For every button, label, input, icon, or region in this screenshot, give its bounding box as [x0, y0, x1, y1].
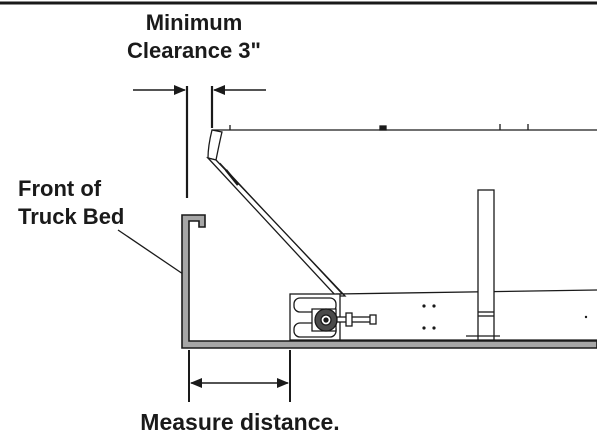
hopper-slope-panel: [206, 156, 347, 297]
truck-bed-label-line2: Truck Bed: [18, 204, 124, 229]
frame-holes: [422, 304, 588, 330]
measure-dimension: [188, 350, 291, 402]
measure-distance-label: Measure distance.: [140, 409, 339, 435]
hopper-slope-inner: [219, 162, 343, 295]
hole: [422, 326, 426, 330]
hole: [584, 315, 588, 319]
clearance-label-line2: Clearance 3": [127, 38, 261, 63]
top-mark: [379, 125, 387, 131]
hole: [432, 304, 436, 308]
truck-bed-leader-line: [117, 229, 184, 275]
hopper-nose: [207, 129, 223, 161]
slope-detail: [225, 169, 239, 186]
clamp-rod-nut: [345, 312, 353, 327]
clamp-rod: [336, 316, 374, 323]
truck-bed-profile: [181, 214, 597, 349]
clamp-rod-end: [369, 314, 377, 325]
clearance-dimension: [133, 85, 266, 198]
hole: [432, 326, 436, 330]
clearance-label-line1: Minimum: [146, 10, 243, 35]
truck-bed-label-line1: Front of: [18, 176, 102, 201]
bed-clamp-assembly: [289, 293, 377, 341]
upright-post: [477, 189, 495, 341]
spreader-body: [206, 124, 597, 341]
frame-top-edge: [335, 289, 597, 295]
clamp-knob-bolt: [323, 317, 329, 323]
hole: [422, 304, 426, 308]
